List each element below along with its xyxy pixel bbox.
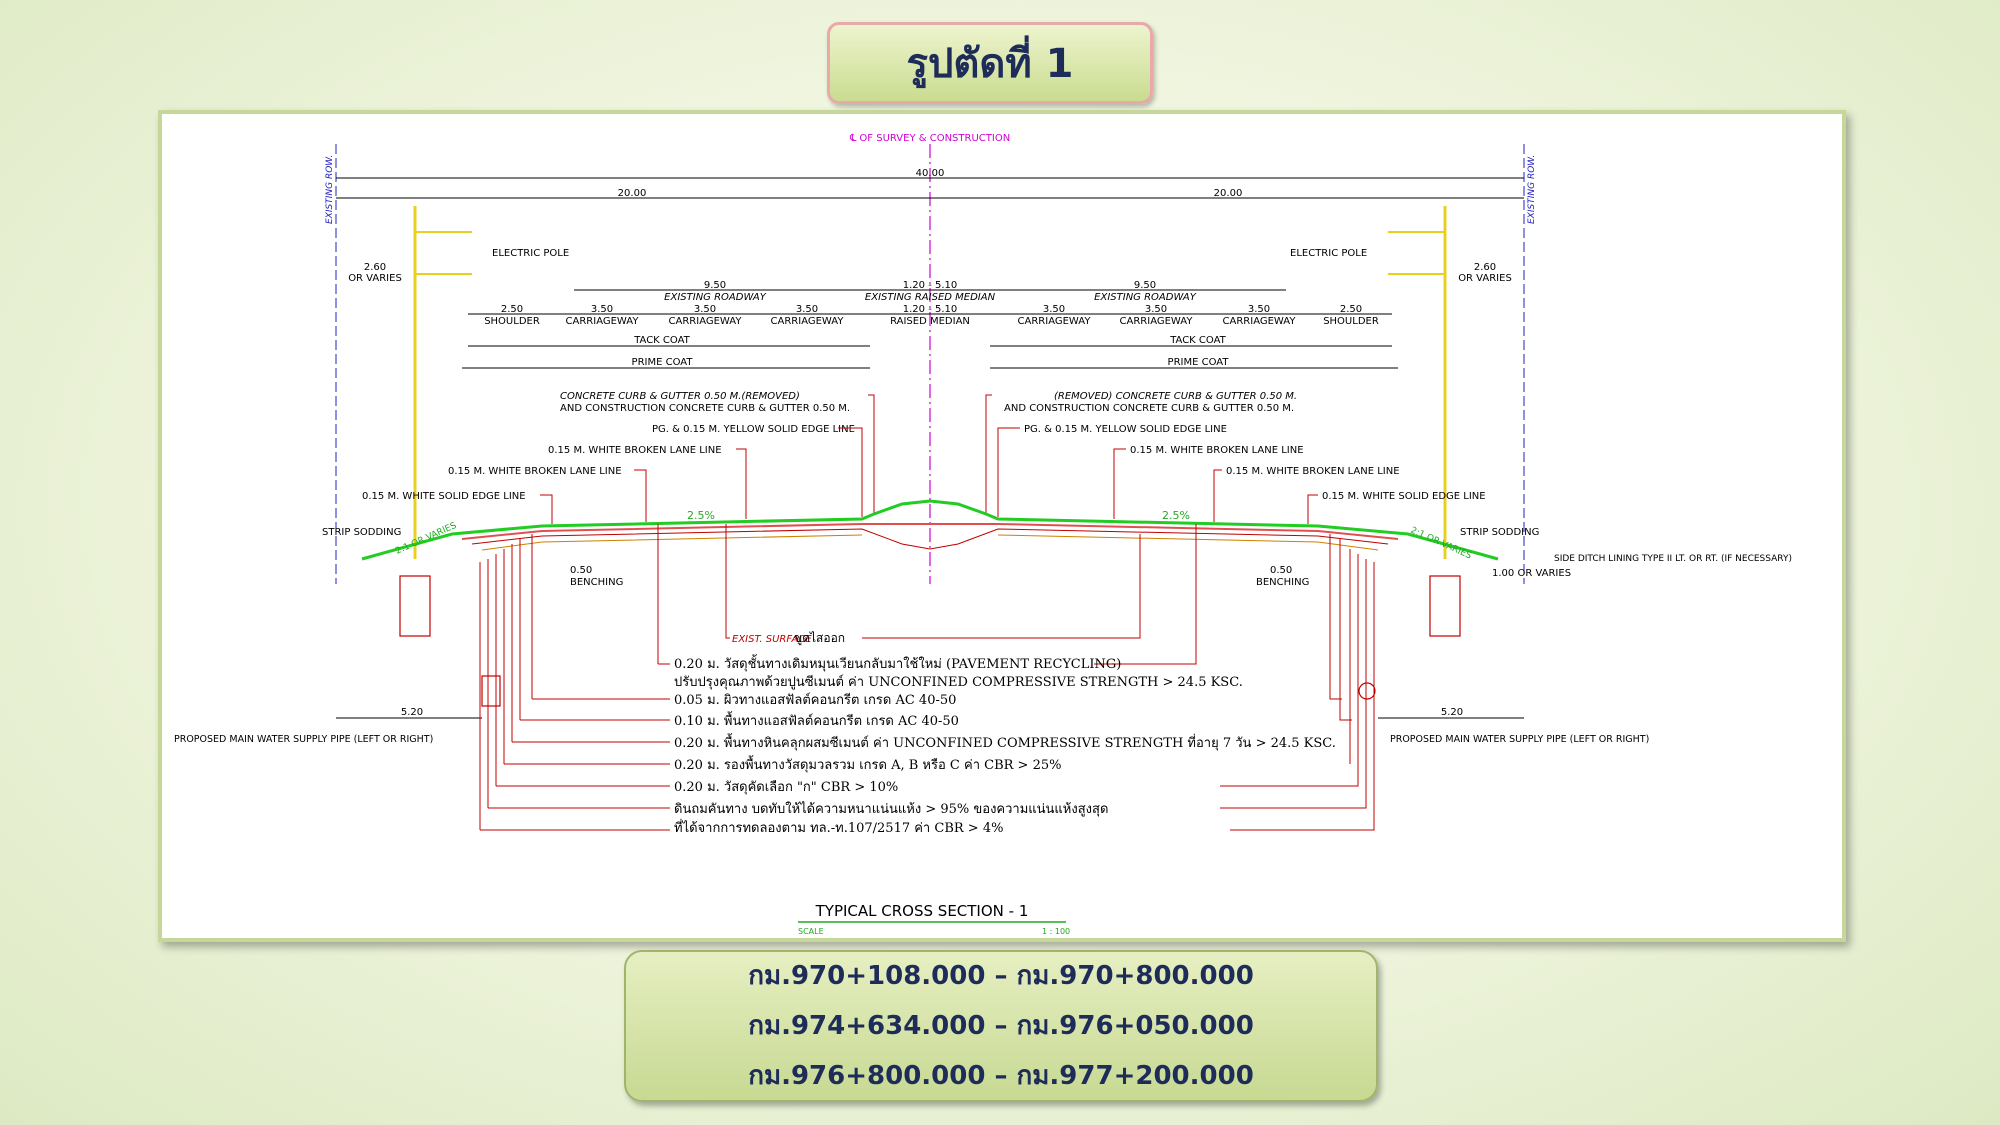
km-range-1: กม.970+108.000 – กม.970+800.000 (748, 961, 1254, 991)
exist-surface-thai: ขูดไสออก (794, 631, 845, 646)
curb-note-right-2: AND CONSTRUCTION CONCRETE CURB & GUTTER … (1004, 403, 1294, 414)
pavement-surface (361, 499, 1499, 561)
white-broken-2-left: 0.15 M. WHITE BROKEN LANE LINE (448, 466, 622, 477)
shoulder-label-left: SHOULDER (484, 316, 540, 327)
scale-label: SCALE (798, 927, 824, 936)
pavement-layers (461, 523, 1399, 540)
white-broken-1-right: 0.15 M. WHITE BROKEN LANE LINE (1130, 445, 1304, 456)
km-range-3: กม.976+800.000 – กม.977+200.000 (748, 1061, 1254, 1091)
water-pipe-note-right: PROPOSED MAIN WATER SUPPLY PIPE (LEFT OR… (1390, 734, 1649, 745)
lane-width-l2: 3.50 (694, 304, 716, 315)
cross-section-svg: ℄ OF SURVEY & CONSTRUCTION EXISTING ROW.… (174, 133, 1792, 936)
cross-section-drawing: ℄ OF SURVEY & CONSTRUCTION EXISTING ROW.… (158, 110, 1846, 942)
electric-pole-label-right: ELECTRIC POLE (1290, 248, 1367, 259)
lane-width-r1: 3.50 (1043, 304, 1065, 315)
carriageway-r3: CARRIAGEWAY (1223, 316, 1297, 327)
layer-note-5: 0.20 ม. พื้นทางหินคลุกผสมซีเมนต์ ค่า UNC… (674, 733, 1336, 751)
strip-sodding-left: STRIP SODDING (322, 527, 401, 538)
shoulder-width-left: 2.50 (501, 304, 523, 315)
white-solid-right: 0.15 M. WHITE SOLID EDGE LINE (1322, 491, 1486, 502)
crossfall-left: 2.5% (687, 509, 715, 522)
white-solid-left: 0.15 M. WHITE SOLID EDGE LINE (362, 491, 526, 502)
existing-roadway-label-left: EXISTING ROADWAY (664, 292, 767, 303)
carriageway-r1: CARRIAGEWAY (1018, 316, 1092, 327)
pipe-offset-left: 5.20 (401, 707, 423, 718)
yellow-edge-right: PG. & 0.15 M. YELLOW SOLID EDGE LINE (1024, 424, 1227, 435)
crossfall-right: 2.5% (1162, 509, 1190, 522)
lane-width-r3: 3.50 (1248, 304, 1270, 315)
white-broken-2-right: 0.15 M. WHITE BROKEN LANE LINE (1226, 466, 1400, 477)
carriageway-l3: CARRIAGEWAY (771, 316, 845, 327)
existing-roadway-width-left: 9.50 (704, 280, 726, 291)
strip-sodding-right: STRIP SODDING (1460, 527, 1539, 538)
carriageway-r2: CARRIAGEWAY (1120, 316, 1194, 327)
prime-coat-right: PRIME COAT (1168, 357, 1230, 368)
water-pipe-right-icon (1358, 682, 1376, 700)
pole-foundation-left (399, 575, 431, 637)
shoulder-width-right: 2.50 (1340, 304, 1362, 315)
row-label-left: EXISTING ROW. (325, 155, 335, 224)
centerline-label: ℄ OF SURVEY & CONSTRUCTION (849, 133, 1010, 144)
side-ditch-note: SIDE DITCH LINING TYPE II LT. OR RT. (IF… (1554, 554, 1792, 564)
dim-total-label: 40.00 (916, 168, 945, 179)
dim-half-left-label: 20.00 (618, 188, 647, 199)
layer-note-9: ที่ได้จากการทดลองตาม ทล.-ท.107/2517 ค่า … (674, 819, 1003, 836)
ditch-offset: 1.00 OR VARIES (1492, 568, 1571, 579)
layer-note-2: ปรับปรุงคุณภาพด้วยปูนซีเมนต์ ค่า UNCONFI… (674, 674, 1243, 690)
curb-note-right-1: (REMOVED) CONCRETE CURB & GUTTER 0.50 M. (1054, 391, 1297, 402)
tack-coat-left: TACK COAT (633, 335, 690, 346)
pole-foundation-right (1429, 575, 1461, 637)
km-range-box: กม.970+108.000 – กม.970+800.000 กม.974+6… (624, 950, 1378, 1102)
exist-surface-label: EXIST. SURFACE (732, 634, 812, 645)
existing-roadway-label-right: EXISTING ROADWAY (1094, 292, 1197, 303)
slope-left: 2:1 OR VARIES (394, 521, 458, 557)
lane-width-r2: 3.50 (1145, 304, 1167, 315)
pole-offset-left: 2.60 (364, 262, 386, 273)
shoulder-label-right: SHOULDER (1323, 316, 1379, 327)
curb-note-left-2: AND CONSTRUCTION CONCRETE CURB & GUTTER … (560, 403, 850, 414)
benching-label-right: BENCHING (1256, 577, 1309, 588)
section-title-banner: รูปตัดที่ 1 (827, 22, 1153, 104)
layer-note-6: 0.20 ม. รองพื้นทางวัสดุมวลรวม เกรด A, B … (674, 755, 1061, 773)
raised-median-label: RAISED MEDIAN (890, 316, 970, 327)
layer-note-7: 0.20 ม. วัสดุคัดเลือก "ก" CBR > 10% (674, 779, 898, 795)
pole-offset-right: 2.60 (1474, 262, 1496, 273)
lane-width-l1: 3.50 (591, 304, 613, 315)
water-pipe-note-left: PROPOSED MAIN WATER SUPPLY PIPE (LEFT OR… (174, 734, 433, 745)
pole-offset-varies-right: OR VARIES (1458, 273, 1512, 284)
lane-width-l3: 3.50 (796, 304, 818, 315)
carriageway-l2: CARRIAGEWAY (669, 316, 743, 327)
layer-note-4: 0.10 ม. พื้นทางแอสฟัลต์คอนกรีต เกรด AC 4… (674, 711, 959, 729)
water-pipe-left-icon (481, 675, 501, 707)
layer-note-8: ดินถมคันทาง บดทับให้ได้ความหนาแน่นแห้ง >… (674, 801, 1108, 817)
prime-coat-left: PRIME COAT (632, 357, 694, 368)
white-broken-1-left: 0.15 M. WHITE BROKEN LANE LINE (548, 445, 722, 456)
existing-median-width: 1.20 - 5.10 (903, 280, 958, 291)
carriageway-l1: CARRIAGEWAY (566, 316, 640, 327)
km-range-2: กม.974+634.000 – กม.976+050.000 (748, 1011, 1254, 1041)
benching-label-left: BENCHING (570, 577, 623, 588)
pipe-offset-right: 5.20 (1441, 707, 1463, 718)
section-title-label: TYPICAL CROSS SECTION - 1 (815, 902, 1029, 920)
layer-note-3: 0.05 ม. ผิวทางแอสฟัลต์คอนกรีต เกรด AC 40… (674, 692, 956, 708)
existing-median-label: EXISTING RAISED MEDIAN (865, 292, 996, 303)
section-title: รูปตัดที่ 1 (906, 41, 1074, 87)
median-width: 1.20 - 5.10 (903, 304, 958, 315)
electric-pole-label-left: ELECTRIC POLE (492, 248, 569, 259)
pole-offset-varies-left: OR VARIES (348, 273, 402, 284)
tack-coat-right: TACK COAT (1169, 335, 1226, 346)
existing-roadway-width-right: 9.50 (1134, 280, 1156, 291)
curb-note-left-1: CONCRETE CURB & GUTTER 0.50 M.(REMOVED) (560, 391, 800, 402)
row-label-right: EXISTING ROW. (1527, 155, 1537, 224)
benching-width-left: 0.50 (570, 565, 592, 576)
layer-note-1: 0.20 ม. วัสดุชั้นทางเดิมหมุนเวียนกลับมาใ… (674, 654, 1121, 672)
dim-half-right-label: 20.00 (1214, 188, 1243, 199)
yellow-edge-left: PG. & 0.15 M. YELLOW SOLID EDGE LINE (652, 424, 855, 435)
benching-width-right: 0.50 (1270, 565, 1292, 576)
scale-value: 1 : 100 (1042, 927, 1070, 936)
